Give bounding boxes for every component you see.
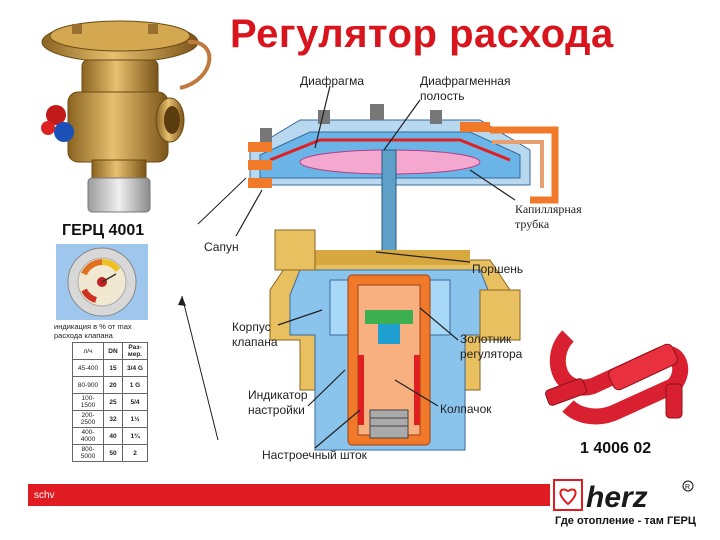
table-row: 80-900 20 1 G (72, 376, 148, 394)
table-row: 800-5000 50 2 (72, 444, 148, 462)
brand-text: herz (586, 481, 648, 514)
label-spool-line-2: регулятора (460, 347, 523, 361)
label-spool-line-1: Золотник (460, 332, 512, 346)
herz-logo: herz R (552, 478, 698, 514)
svg-text:R: R (685, 484, 690, 491)
gauge-note-line-1: индикация в % от max (54, 322, 132, 331)
key-code: 1 4006 02 (580, 440, 652, 457)
valve-cross-section (248, 104, 559, 451)
label-breather: Сапун (204, 240, 239, 254)
footer-bar (28, 484, 550, 506)
label-capillary-line-1: Капиллярная (515, 202, 582, 216)
label-piston: Поршень (472, 262, 524, 276)
label-setting-indicator-line-1: Индикатор (248, 388, 308, 402)
label-diaphragm-cavity: Диафрагменная полость (420, 74, 510, 104)
label-diaphragm-cavity-line-2: полость (420, 89, 465, 103)
gauge-note-line-2: расхода клапана (54, 331, 113, 340)
flow-gauge (56, 244, 148, 320)
label-capillary: Капиллярная трубка (515, 202, 582, 232)
table-row: 400-4000 40 1¾ (72, 427, 148, 445)
label-valve-body: Корпус клапана (232, 320, 278, 350)
label-diaphragm: Диафрагма (300, 74, 365, 88)
label-valve-body-line-2: клапана (232, 335, 278, 349)
page-title: Регулятор расхода (230, 12, 614, 56)
label-spool: Золотник регулятора (460, 332, 522, 362)
label-cap: Колпачок (440, 402, 492, 416)
valve-photo (41, 20, 212, 213)
label-diaphragm-cavity-line-1: Диафрагменная (420, 74, 511, 88)
size-table: л/ч DN Раз-мер. 45-400 15 3/4 G 80-900 2… (72, 342, 148, 462)
gauge-note: индикация в % от max расхода клапана (54, 322, 132, 340)
slogan: Где отопление - там ГЕРЦ (555, 515, 696, 527)
table-cell: 2 (122, 444, 148, 462)
label-valve-body-line-1: Корпус (232, 320, 271, 334)
label-capillary-line-2: трубка (515, 217, 550, 231)
setting-key-image (545, 330, 689, 425)
model-name: ГЕРЦ 4001 (62, 222, 145, 239)
table-cell: 100-1500 (72, 393, 104, 411)
table-header-row: л/ч DN Раз-мер. (72, 342, 148, 360)
label-setting-stem: Настроечный шток (262, 448, 367, 462)
herz-logo-mark: herz R (553, 479, 694, 514)
table-row: 200-2500 32 1½ (72, 410, 148, 428)
label-setting-indicator: Индикатор настройки (248, 388, 308, 418)
footer-text: schv (34, 490, 55, 501)
table-cell: 800-5000 (72, 444, 104, 462)
label-setting-indicator-line-2: настройки (248, 403, 305, 417)
